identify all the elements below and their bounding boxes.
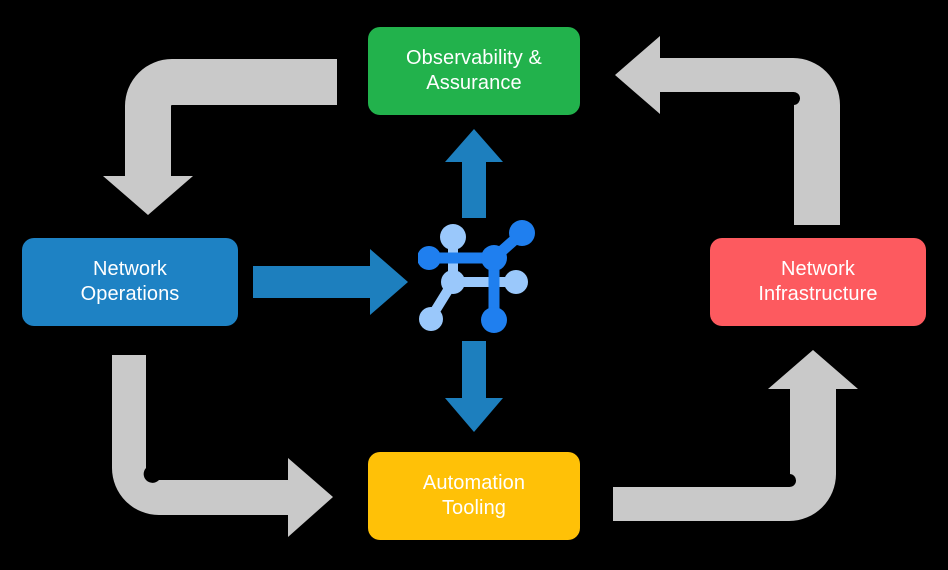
connector-center-to-observability (445, 129, 503, 218)
network-topology-icon (418, 220, 535, 333)
node-box-observability[interactable]: Observability & Assurance (368, 27, 580, 115)
node-box-automation-tooling[interactable]: Automation Tooling (368, 452, 580, 540)
topology-nodes-primary (418, 220, 535, 333)
connector-operations-to-center (253, 249, 408, 315)
topology-nodes-secondary (419, 224, 528, 331)
node-label-network-operations: Network Operations (80, 257, 180, 305)
connector-center-to-automation (445, 341, 503, 432)
node-box-network-operations[interactable]: Network Operations (22, 238, 238, 326)
node-label-automation-tooling: Automation Tooling (422, 471, 526, 519)
connector-automation-to-infrastructure (613, 350, 858, 521)
node-box-network-infrastructure[interactable]: Network Infrastructure (710, 238, 926, 326)
node-label-observability: Observability & Assurance (406, 46, 542, 94)
connector-operations-to-automation (112, 355, 333, 537)
connector-infrastructure-to-observability (615, 36, 840, 225)
node-label-network-infrastructure: Network Infrastructure (758, 257, 878, 305)
connector-observability-to-operations (103, 59, 337, 215)
